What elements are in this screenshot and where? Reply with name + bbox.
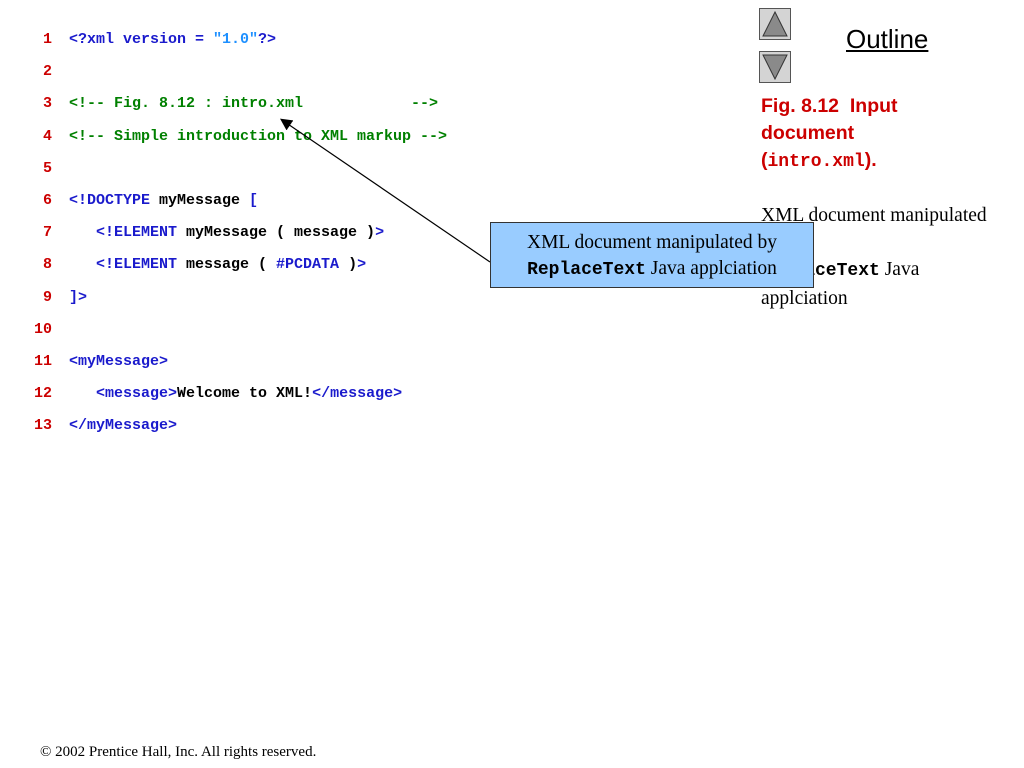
line-number: 8 [42,256,52,274]
code-text: <message>Welcome to XML!</message> [69,384,402,404]
code-text: <!-- Fig. 8.12 : intro.xml --> [69,94,438,114]
line-number: 2 [42,63,52,81]
code-text: <!ELEMENT myMessage ( message )> [69,223,384,243]
line-number: 11 [33,353,52,370]
figure-filename: intro.xml [767,152,865,172]
line-number: 9 [42,288,52,306]
callout-box: XML document manipulated by ReplaceText … [490,222,814,288]
code-token: <!-- Simple introduction to XML markup -… [69,127,448,145]
next-slide-button[interactable] [759,51,791,83]
code-token: [ [249,192,259,209]
code-token: myMessage ( message ) [186,224,376,242]
code-token: <?xml version = [69,31,214,48]
line-number: 13 [33,417,52,435]
code-token: myMessage [159,192,250,209]
code-token: "1.0" [213,31,259,48]
code-token: <message> [69,385,178,403]
code-token: ]> [69,288,88,306]
caption-close: ). [864,149,877,171]
line-number: 1 [42,31,52,48]
line-number: 10 [33,320,52,338]
line-number: 4 [42,127,52,145]
code-token: #PCDATA [276,256,340,274]
code-token: <!-- Fig. 8.12 : intro.xml --> [69,95,439,113]
line-number: 5 [42,159,52,177]
copyright-footer: © 2002 Prentice Hall, Inc. All rights re… [40,744,317,760]
triangle-up-icon [762,10,788,37]
code-text: <?xml version = "1.0"?> [69,30,276,50]
code-token: <myMessage> [69,353,169,370]
callout-code: ReplaceText [527,260,646,280]
line-number: 6 [42,192,52,209]
code-token: > [357,256,367,274]
callout-line1: XML document manipulated by [526,232,777,253]
code-token: Welcome to XML! [177,385,313,403]
outline-link[interactable]: Outline [846,24,929,54]
side-desc-line2: Java applciation [761,259,920,309]
code-token: > [375,224,385,242]
code-token: <!ELEMENT [69,224,187,242]
line-number: 7 [42,224,52,242]
code-token: message ( [186,256,277,274]
caption-open-paren: ( [761,149,768,171]
triangle-down-icon [762,54,788,81]
code-token: ) [339,256,358,274]
code-token: ?> [258,31,277,48]
line-number: 12 [33,385,52,403]
code-text: <!-- Simple introduction to XML markup -… [69,127,447,147]
callout-line2: Java applciation [645,258,777,279]
previous-slide-button[interactable] [759,8,791,40]
figure-caption: Fig. 8.12 Input document (intro.xml). [761,93,991,176]
code-token: </myMessage> [69,417,178,435]
code-text: <!DOCTYPE myMessage [ [69,191,258,211]
code-text: </myMessage> [69,416,177,436]
code-token: <!ELEMENT [69,256,187,274]
figure-title: Input document [761,95,898,144]
figure-number: Fig. 8.12 [761,95,840,117]
code-token: </message> [312,385,403,403]
code-text: ]> [69,288,87,308]
code-text: <!ELEMENT message ( #PCDATA )> [69,255,366,275]
code-token: <!DOCTYPE [69,192,160,209]
line-number: 3 [42,95,52,113]
code-text: <myMessage> [69,352,168,372]
